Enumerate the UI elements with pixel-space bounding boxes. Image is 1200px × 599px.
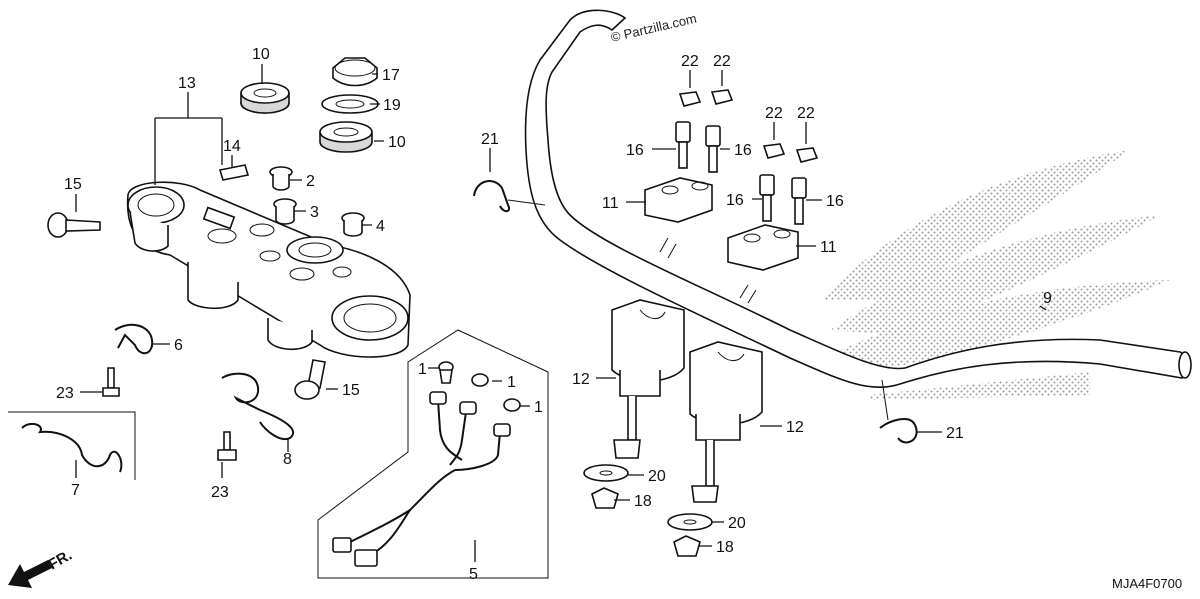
top-bridge-part [126, 181, 411, 358]
callout-18-right: 18 [716, 539, 734, 556]
callout-16-a: 16 [626, 142, 644, 159]
callout-8: 8 [283, 451, 292, 468]
callout-12-left: 12 [572, 371, 590, 388]
plug-4 [341, 212, 365, 237]
bolt-16-b [705, 125, 721, 173]
callout-7: 7 [71, 482, 80, 499]
cap-22-b [710, 89, 734, 105]
callout-19: 19 [383, 97, 401, 114]
cap-22-c [762, 143, 786, 159]
nut-18-right [673, 535, 701, 557]
bolt-16-c [759, 174, 775, 222]
bolt-16-a [675, 121, 691, 169]
nut-17 [332, 57, 378, 87]
bolt-15-right [294, 359, 326, 400]
leader-lines [75, 64, 1047, 562]
callout-9: 9 [1043, 290, 1052, 307]
bolt-23-lower [217, 431, 237, 461]
callout-23-lower: 23 [211, 484, 229, 501]
washer-20-left [583, 464, 629, 482]
callout-2: 2 [306, 173, 315, 190]
wire-clip-21-right [879, 379, 918, 444]
callout-12-right: 12 [786, 419, 804, 436]
callout-21-right: 21 [946, 425, 964, 442]
bolt-15-left [47, 212, 101, 238]
lower-holder-12-left [611, 299, 685, 459]
callout-3: 3 [310, 204, 319, 221]
cap-22-a [678, 91, 702, 107]
callout-18-left: 18 [634, 493, 652, 510]
callout-22-b: 22 [713, 53, 731, 70]
callout-20-right: 20 [728, 515, 746, 532]
washer-20-right [667, 513, 713, 531]
callout-15-left: 15 [64, 176, 82, 193]
callout-labels: 10 13 14 17 19 10 2 3 4 15 15 6 23 7 8 2… [56, 46, 1052, 583]
wire-harness-5 [317, 329, 549, 579]
callout-16-d: 16 [826, 193, 844, 210]
grommet-10-lower [319, 121, 373, 153]
clip-8 [221, 372, 295, 441]
wing-logo-watermark [820, 150, 1170, 400]
upper-holder-11-upper [644, 177, 713, 223]
callout-1b: 1 [507, 374, 516, 391]
direction-label: FR. [46, 547, 75, 574]
washer-19 [321, 94, 379, 114]
lower-holder-12-right [689, 341, 763, 503]
callout-1c: 1 [534, 399, 543, 416]
plug-3 [273, 198, 297, 225]
diagram-code: MJA4F0700 [1112, 576, 1182, 591]
callout-16-b: 16 [734, 142, 752, 159]
callout-11-lower: 11 [820, 239, 837, 256]
callout-22-c: 22 [765, 105, 783, 122]
cap-22-d [795, 147, 819, 163]
callout-14: 14 [223, 138, 241, 155]
inset-box-7 [8, 411, 136, 480]
upper-holder-11-lower [727, 224, 799, 271]
callout-10-upper: 10 [252, 46, 270, 63]
handlebar-9 [524, 9, 1192, 388]
callout-21-left: 21 [481, 131, 499, 148]
callout-16-c: 16 [726, 192, 744, 209]
callout-6: 6 [174, 337, 183, 354]
callout-4: 4 [376, 218, 385, 235]
nut-18-left [591, 487, 619, 509]
callout-22-a: 22 [681, 53, 699, 70]
clip-6 [114, 323, 154, 355]
callout-17: 17 [382, 67, 400, 84]
plug-2 [269, 166, 293, 191]
callout-20-left: 20 [648, 468, 666, 485]
callout-10-lower: 10 [388, 134, 406, 151]
callout-11-upper: 11 [602, 195, 619, 212]
front-direction-arrow [8, 560, 52, 588]
grommet-10-upper [240, 82, 290, 114]
socket-1b [471, 373, 489, 387]
callout-22-d: 22 [797, 105, 815, 122]
callout-23-upper: 23 [56, 385, 74, 402]
callout-15-right: 15 [342, 382, 360, 399]
socket-1c [503, 398, 521, 412]
callout-5: 5 [469, 566, 478, 583]
callout-1a: 1 [418, 361, 427, 378]
plate-14 [218, 164, 250, 181]
bolt-16-d [791, 177, 807, 225]
bolt-23-upper [102, 367, 120, 397]
wire-clip-21-left [473, 180, 546, 213]
callout-13: 13 [178, 75, 196, 92]
socket-1a [438, 361, 454, 384]
